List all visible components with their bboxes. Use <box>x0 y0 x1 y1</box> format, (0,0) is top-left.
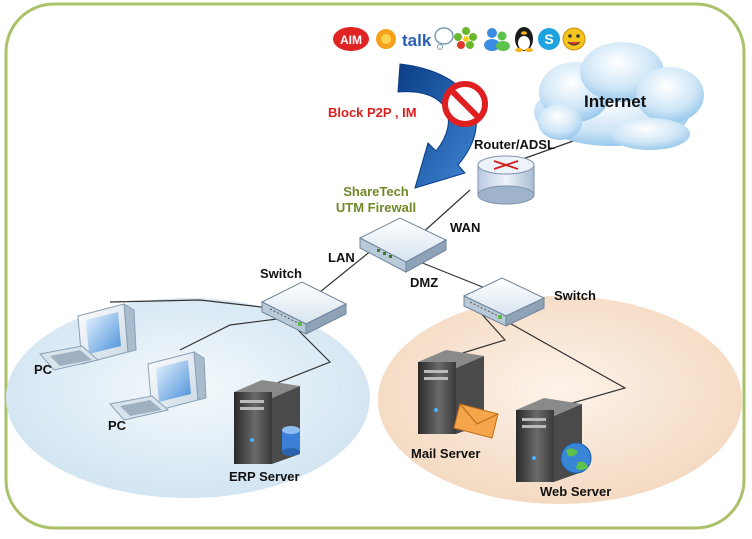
firewall-label: ShareTech UTM Firewall <box>326 184 426 216</box>
icq-flower-icon <box>454 27 477 49</box>
im-icon-row: AIM talk <box>333 27 586 52</box>
network-links <box>109 134 627 411</box>
qq-penguin-icon <box>515 27 533 52</box>
web-server-label: Web Server <box>540 484 612 499</box>
svg-text:S: S <box>544 31 553 47</box>
pc2-label: PC <box>108 418 127 433</box>
talk-icon: talk <box>402 31 432 50</box>
switch-pc1-link <box>109 299 271 309</box>
mail-server-label: Mail Server <box>411 446 481 461</box>
switch-right-icon <box>462 277 546 327</box>
dmz-zone <box>378 296 742 504</box>
block-sign-icon <box>442 81 488 127</box>
firewall-device-icon <box>358 217 448 273</box>
erp-server-icon <box>234 380 300 464</box>
pc1-label: PC <box>34 362 53 377</box>
erp-server-label: ERP Server <box>229 469 300 484</box>
envelope-icon <box>453 403 499 439</box>
firewall-dmz-link <box>419 261 491 291</box>
yahoo-smiley-icon <box>562 27 586 51</box>
switch-right-label: Switch <box>554 288 596 303</box>
sun-icon <box>376 29 396 49</box>
block-p2p-im-label: Block P2P , IM <box>328 105 417 120</box>
pc-icon <box>39 303 137 371</box>
switch-left-icon <box>260 281 348 335</box>
skype-icon: S <box>538 28 560 50</box>
web-server-icon <box>516 398 592 482</box>
aim-icon: AIM <box>333 27 369 51</box>
switch-left-label: Switch <box>260 266 302 281</box>
switch-web-link <box>489 311 627 411</box>
switch-pc2-link <box>179 317 286 351</box>
router-icon <box>477 155 535 205</box>
internet-label: Internet <box>584 92 647 111</box>
firewall-label-line2: UTM Firewall <box>335 200 417 215</box>
chat-bubble-icon <box>434 27 454 50</box>
switch-erp-link <box>271 321 332 386</box>
mail-server-icon <box>418 350 499 439</box>
firewall-label-line1: ShareTech <box>343 184 409 199</box>
router-arrows-icon <box>493 160 519 170</box>
dmz-label: DMZ <box>410 275 439 290</box>
wan-label: WAN <box>450 220 481 235</box>
database-icon <box>282 426 300 456</box>
globe-icon <box>560 442 592 474</box>
router-label: Router/ADSL <box>474 137 555 152</box>
pc-icon-2 <box>109 351 207 421</box>
aim-icon-text: AIM <box>340 33 362 47</box>
internet-cloud-icon <box>534 42 704 150</box>
lan-label: LAN <box>328 250 355 265</box>
msn-people-icon <box>484 28 510 51</box>
talk-icon-text: talk <box>402 31 432 50</box>
router-firewall-link <box>419 189 471 236</box>
